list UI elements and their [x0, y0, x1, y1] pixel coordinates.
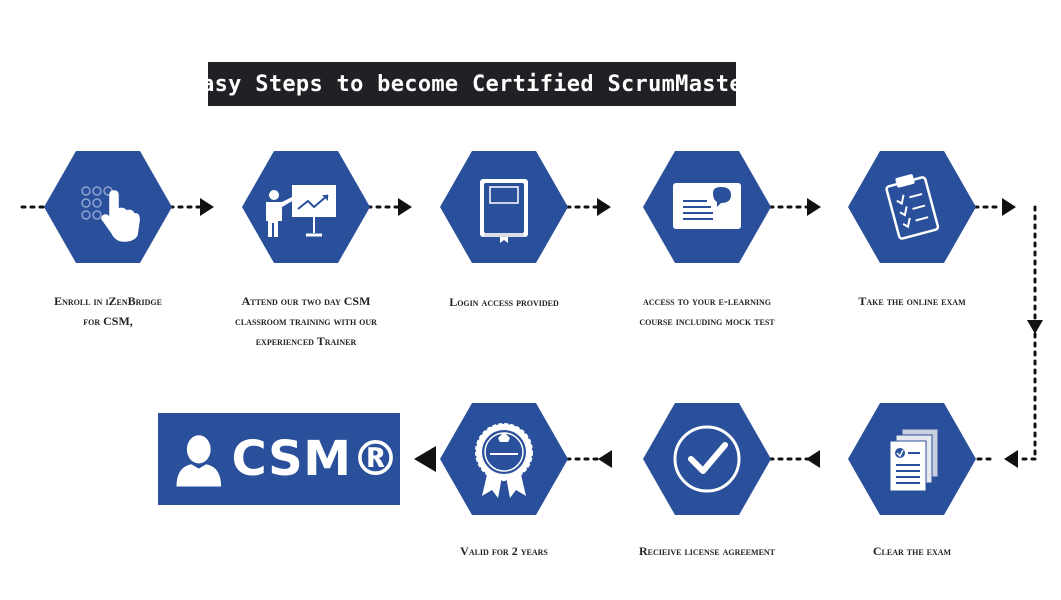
arrow-left-icon — [414, 446, 436, 472]
touch-keypad-icon — [81, 186, 140, 242]
elearning-screen-icon — [673, 183, 741, 229]
csm-badge: CSM® — [158, 413, 400, 505]
arrow-right-icon — [597, 198, 611, 216]
step-hexagon-enroll — [44, 151, 172, 263]
step-label-training: Attend our two day CSM classroom trainin… — [235, 294, 377, 348]
arrow-right-icon — [200, 198, 214, 216]
clipboard-checklist-icon — [885, 174, 940, 240]
step-hexagon-online-exam — [848, 151, 976, 263]
step-label-online-exam: Take the online exam — [858, 294, 966, 308]
award-ribbon-icon — [475, 423, 533, 498]
step-label-enroll: Enroll in iZenBridge for CSM, — [54, 294, 162, 328]
step-hexagon-license — [643, 403, 771, 515]
connector-top-row — [20, 205, 1037, 461]
documents-checked-icon — [889, 428, 939, 492]
connector-arrowheads — [200, 198, 1043, 472]
arrow-left-icon — [598, 450, 612, 468]
arrow-left-icon — [806, 450, 820, 468]
step-label-login: Login access provided — [449, 295, 559, 309]
book-icon — [480, 179, 528, 243]
step-label-license: Recieive license agreement — [638, 544, 776, 558]
checkmark-circle-icon — [673, 425, 741, 493]
arrow-right-icon — [807, 198, 821, 216]
arrow-down-icon — [1027, 320, 1043, 334]
step-label-clear-exam: Clear the exam — [872, 544, 952, 558]
arrow-right-icon — [398, 198, 412, 216]
step-label-elearning: access to your e-learning course includi… — [639, 294, 775, 328]
csm-badge-text: CSM® — [231, 431, 400, 487]
user-icon — [176, 435, 222, 487]
presentation-trainer-icon — [266, 185, 336, 237]
arrow-left-icon — [1004, 450, 1018, 468]
page-title: Easy Steps to become Certified ScrumMast… — [188, 62, 756, 106]
arrow-right-icon — [1002, 198, 1016, 216]
step-label-valid: Valid for 2 years — [460, 544, 548, 558]
